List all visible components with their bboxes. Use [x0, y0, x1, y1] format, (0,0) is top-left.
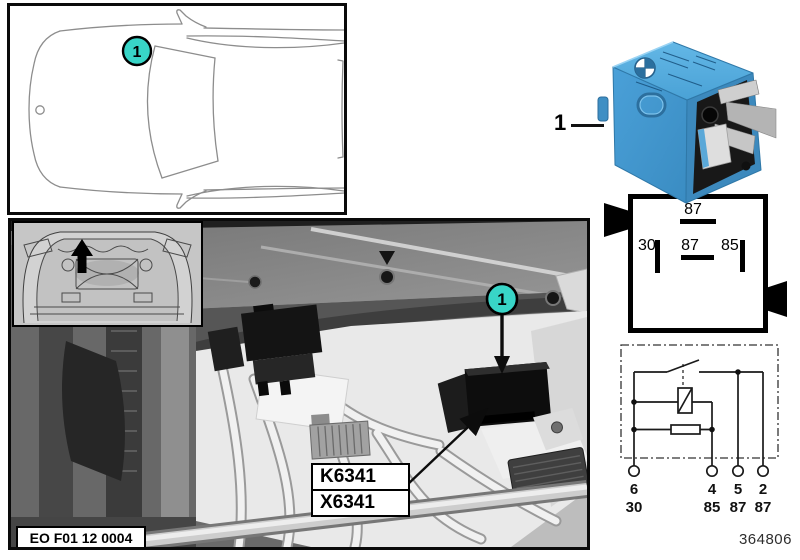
engine-bay-photo-panel: 1 K6341 X6341 EO F01 12 0004	[8, 218, 590, 550]
label-arrow-icon	[406, 407, 489, 486]
photo-location-badge: 1	[485, 282, 519, 316]
relay-circuit-schematic: 6 4 5 2 30 85 87 87	[620, 344, 779, 516]
terminal-pin-4: 4	[708, 481, 717, 498]
terminal-pin-5: 5	[734, 481, 742, 498]
pin-diagram: 87 30 87 85	[604, 194, 787, 333]
schematic-junctions	[631, 369, 741, 433]
relay-module-photo	[437, 362, 584, 451]
terminal-load-30: 30	[626, 499, 643, 516]
photo-down-arrow-icon	[494, 315, 510, 374]
schematic-wiring	[633, 359, 764, 466]
car-locator-panel: 1	[7, 3, 347, 215]
photo-badge-number: 1	[497, 290, 506, 309]
pin-contact-top	[680, 219, 716, 224]
pin-diagram-right-tab	[763, 281, 787, 317]
relay-body	[597, 41, 777, 204]
pin-contact-30	[655, 240, 660, 273]
schematic-terminals	[627, 464, 770, 478]
relay-top-print	[634, 51, 717, 92]
location-badge: 1	[121, 35, 153, 67]
relay-photo-image	[597, 41, 777, 204]
terminal-load-87a: 87	[730, 499, 747, 516]
location-badge-number: 1	[133, 44, 142, 61]
pin-contact-85	[740, 240, 745, 272]
relay-code-label: K6341	[311, 463, 410, 491]
pin-label-30: 30	[638, 237, 656, 254]
relay-callout-number: 1	[554, 110, 567, 135]
connector-code-label: X6341	[311, 489, 410, 517]
car-topview-icon: 1	[28, 9, 344, 209]
drawing-number: 364806	[738, 531, 792, 548]
terminal-pin-6: 6	[630, 481, 638, 498]
schematic-boundary	[620, 344, 779, 459]
pin-contact-center	[681, 255, 714, 260]
schematic-labels: 6 4 5 2 30 85 87 87	[626, 481, 772, 516]
terminal-load-87b: 87	[755, 499, 772, 516]
engine-bay-photo: 1	[11, 221, 587, 547]
image-code-label: EO F01 12 0004	[16, 526, 146, 547]
pin-label-top-87: 87	[684, 201, 702, 218]
engine-inset-art	[22, 231, 193, 324]
relay-callout: 1	[550, 110, 610, 140]
terminal-pin-2: 2	[759, 481, 767, 498]
inset-up-arrow-icon	[71, 239, 93, 273]
car-outline-icon	[28, 9, 344, 209]
pin-label-85: 85	[721, 237, 739, 254]
relay-callout-line	[571, 124, 604, 127]
pin-label-center-87: 87	[681, 237, 699, 254]
terminal-load-85: 85	[704, 499, 721, 516]
engine-inset-thumbnail	[12, 221, 203, 327]
